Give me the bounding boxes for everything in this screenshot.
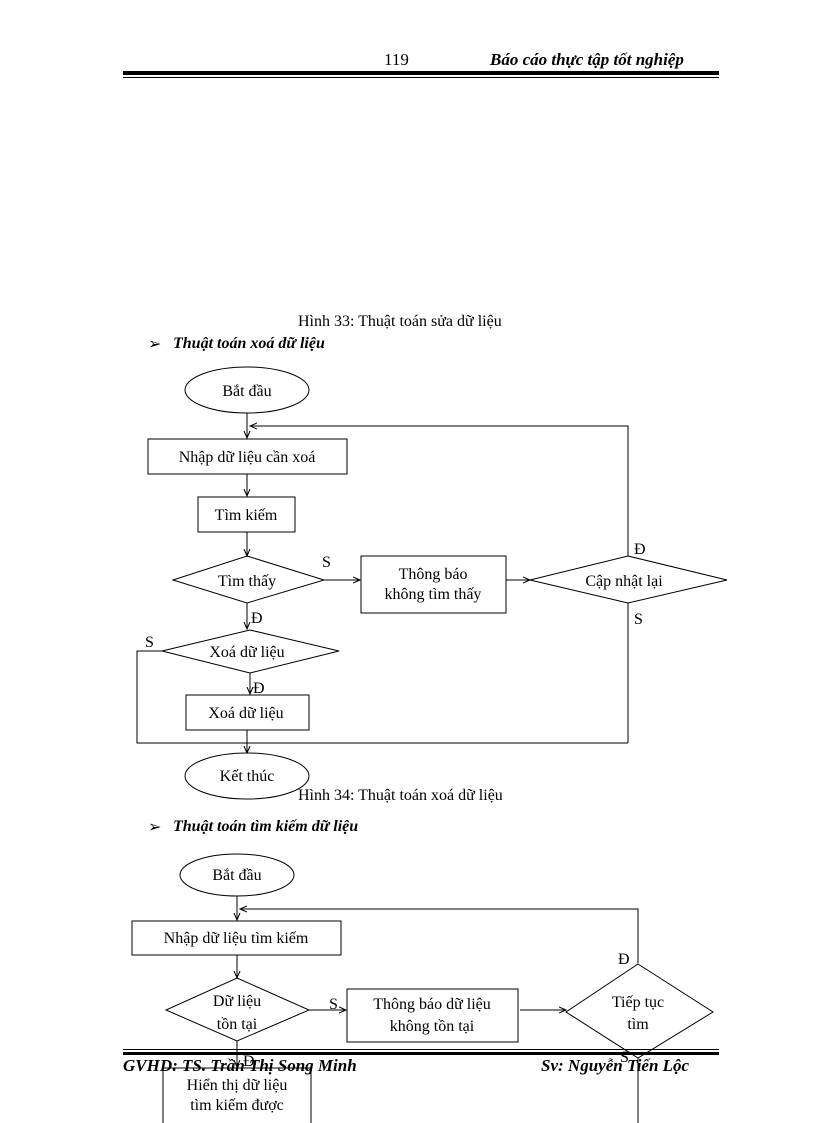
search-exists-label-1: Dữ liệu [213, 993, 261, 1010]
search-notify-label-2: không tồn tại [390, 1018, 475, 1035]
figure-33-caption: Hình 33: Thuật toán sửa dữ liệu [298, 313, 502, 330]
search-continue-label-2: tìm [627, 1016, 649, 1033]
search-branch-d1: Đ [243, 1053, 255, 1070]
delete-branch-s2: S [145, 634, 154, 651]
page-number: 119 [384, 50, 409, 69]
delete-found-label: Tìm thấy [218, 573, 276, 590]
delete-end-node [184, 752, 310, 800]
delete-input-label: Nhập dữ liệu cần xoá [179, 449, 316, 466]
delete-branch-d3: Đ [634, 541, 646, 558]
search-show-label-1: Hiển thị dữ liệu [187, 1077, 288, 1094]
delete-action-label: Xoá dữ liệu [208, 705, 283, 722]
delete-branch-d2: Đ [253, 680, 265, 697]
search-input-label: Nhập dữ liệu tìm kiếm [164, 930, 309, 947]
search-continue-label-1: Tiếp tục [612, 994, 664, 1011]
footer-rule-thin [123, 1049, 719, 1050]
search-start-label: Bắt đầu [212, 867, 261, 884]
section-search-title: Thuật toán tìm kiếm dữ liệu [173, 818, 359, 835]
search-show-label-2: tìm kiếm được [190, 1097, 284, 1114]
section-delete-title: Thuật toán xoá dữ liệu [173, 335, 325, 352]
delete-search-label: Tìm kiếm [215, 507, 278, 524]
footer-student: Sv: Nguyễn Tiến Lộc [541, 1056, 690, 1075]
search-exists-label-2: tồn tại [217, 1016, 258, 1033]
search-branch-d2: Đ [618, 951, 630, 968]
bullet-arrow-icon: ➢ [148, 819, 162, 836]
search-continue-decision [565, 963, 714, 1059]
search-branch-s1: S [329, 996, 338, 1013]
footer-rule-thick [123, 1052, 719, 1055]
footer-supervisor: GVHD: TS. Trần Thị Song Minh [123, 1056, 357, 1075]
delete-notify-box [360, 555, 507, 614]
header-rule-thick [123, 71, 719, 75]
delete-end-label: Kết thúc [220, 768, 275, 785]
delete-branch-s3: S [634, 611, 643, 628]
delete-branch-d1: Đ [251, 610, 263, 627]
delete-branch-s1: S [322, 554, 331, 571]
delete-notify-label-1: Thông báo [399, 566, 468, 583]
figure-34-caption: Hình 34: Thuật toán xoá dữ liệu [298, 787, 503, 804]
delete-start-label: Bắt đầu [222, 383, 271, 400]
bullet-arrow-icon: ➢ [148, 336, 162, 353]
delete-update-label: Cập nhật lại [585, 573, 663, 590]
document-title: Báo cáo thực tập tốt nghiệp [490, 50, 684, 69]
search-notify-label-1: Thông báo dữ liệu [373, 996, 491, 1013]
search-show-box [162, 1067, 312, 1123]
delete-notify-label-2: không tìm thấy [385, 586, 482, 603]
search-notify-box [346, 988, 519, 1043]
delete-confirm-label: Xoá dữ liệu [209, 644, 284, 661]
header-rule-thin [123, 77, 719, 78]
search-branch-s2: S [620, 1049, 629, 1066]
